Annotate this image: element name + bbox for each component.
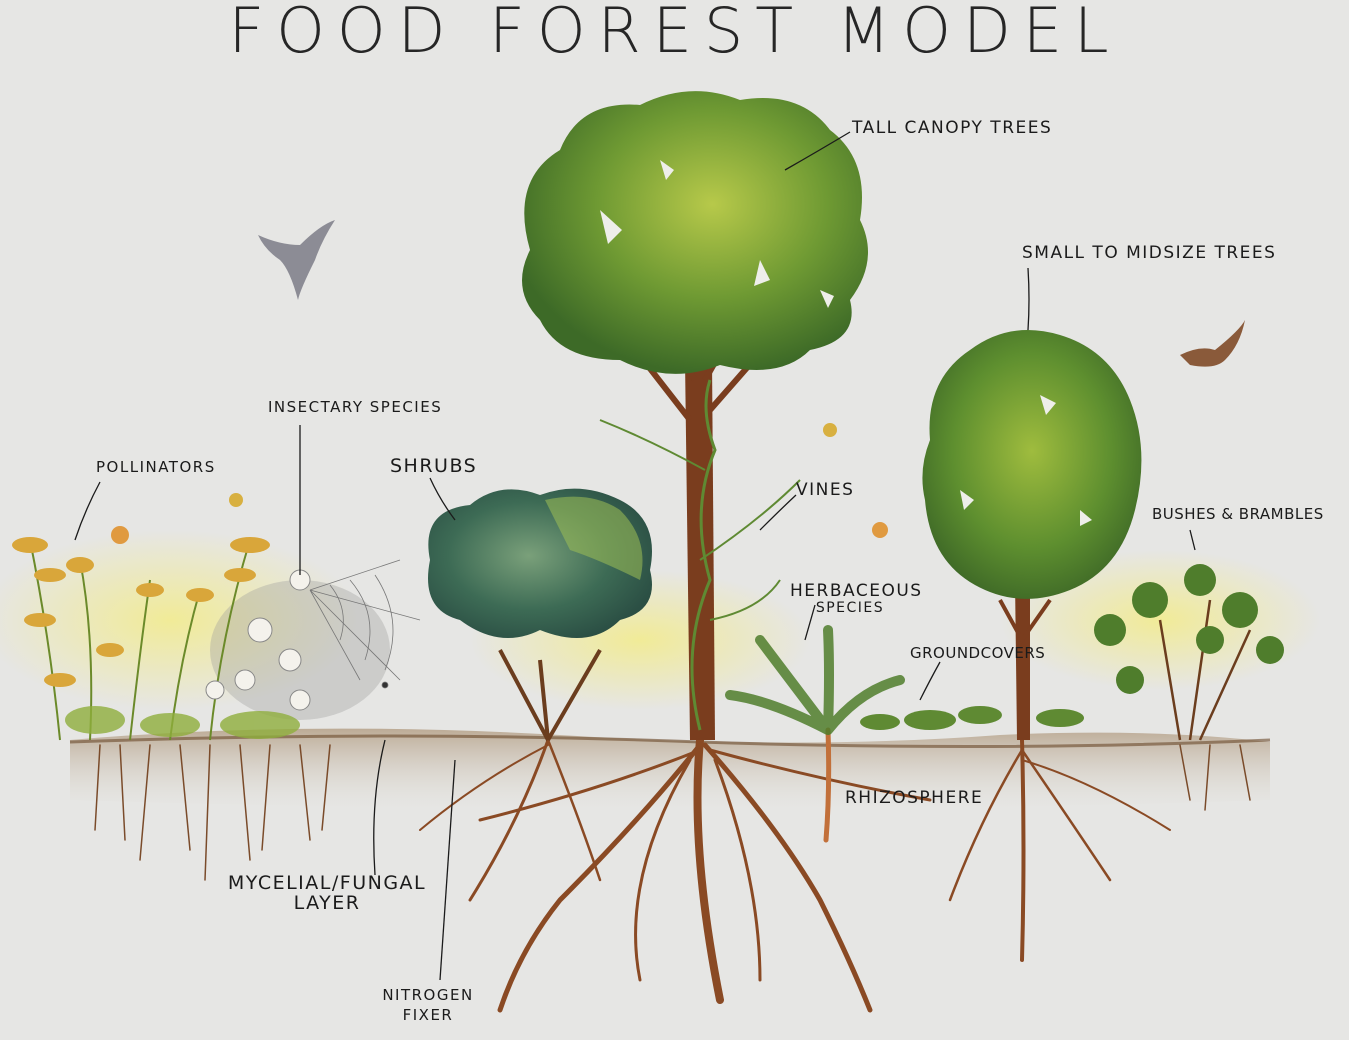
bird-left <box>258 220 335 300</box>
label-nitrogen-fixer: NITROGEN FIXER <box>378 985 478 1026</box>
label-herbaceous-species: HERBACEOUS SPECIES <box>790 583 910 616</box>
label-vines: VINES <box>796 482 854 500</box>
label-groundcovers: GROUNDCOVERS <box>910 646 1045 662</box>
bird-right <box>1180 320 1245 367</box>
label-shrubs: SHRUBS <box>390 457 477 477</box>
label-pollinators: POLLINATORS <box>96 460 216 476</box>
label-herbaceous-line1: HERBACEOUS <box>790 583 910 601</box>
label-rhizosphere: RHIZOSPHERE <box>845 790 983 808</box>
label-tall-canopy-trees: TALL CANOPY TREES <box>852 120 1052 138</box>
label-nitrogen-line1: NITROGEN <box>378 985 478 1005</box>
label-insectary-species: INSECTARY SPECIES <box>268 400 442 416</box>
label-mycelial-fungal-layer: MYCELIAL/FUNGAL LAYER <box>222 874 432 914</box>
label-bushes-brambles: BUSHES & BRAMBLES <box>1152 507 1324 523</box>
label-small-to-midsize-trees: SMALL TO MIDSIZE TREES <box>1022 245 1276 263</box>
groundcovers <box>860 706 1084 730</box>
label-mycelial-line2: LAYER <box>222 894 432 914</box>
page-title: FOOD FOREST MODEL <box>0 0 1349 67</box>
label-herbaceous-line2: SPECIES <box>790 601 910 616</box>
label-mycelial-line1: MYCELIAL/FUNGAL <box>222 874 432 894</box>
label-nitrogen-line2: FIXER <box>378 1005 478 1025</box>
